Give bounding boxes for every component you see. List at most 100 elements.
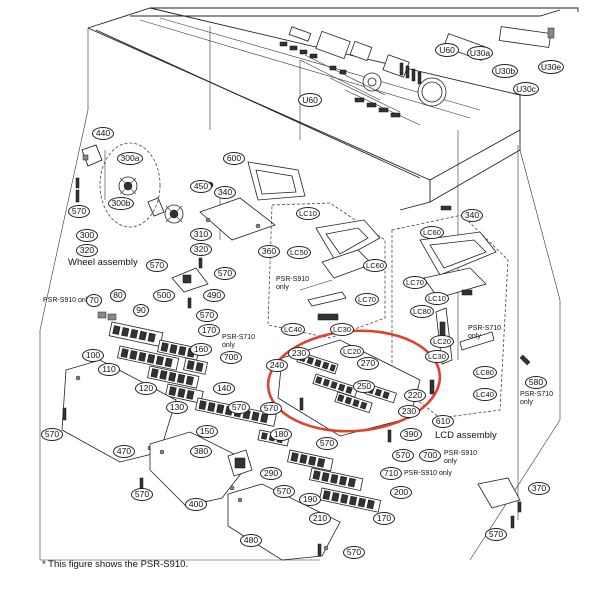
callout-290: 290 — [260, 467, 282, 480]
callout-100: 100 — [82, 349, 104, 362]
callout-380: 380 — [190, 445, 212, 458]
callout-610: 610 — [432, 415, 454, 428]
lcd-region-left — [267, 202, 386, 339]
top-panel — [87, 7, 579, 211]
callout-320-a: 320 — [76, 244, 98, 257]
callout-lc70-a: LC70 — [355, 293, 379, 306]
button-strips — [97, 311, 382, 513]
callout-lc30: LC30 — [330, 323, 354, 336]
center-board — [277, 339, 421, 443]
callout-570-c: 570 — [214, 267, 236, 280]
callout-lc60-b: LC60 — [420, 226, 444, 239]
callout-340-b: 340 — [461, 209, 483, 222]
callout-470: 470 — [113, 445, 135, 458]
note-psr-s910-only-c: PSR-S910 only — [276, 276, 310, 291]
callout-u30a: U30a — [467, 46, 493, 60]
callout-570-f: 570 — [260, 402, 282, 415]
callout-400: 400 — [185, 498, 207, 511]
callout-570-a: 570 — [68, 205, 90, 218]
callout-570-j: 570 — [273, 485, 295, 498]
callout-lc70-b: LC70 — [403, 276, 427, 289]
callout-lc20-a: LC20 — [340, 345, 364, 358]
callout-570-g: 570 — [41, 428, 63, 441]
callout-80: 80 — [110, 289, 126, 302]
callout-230-a: 230 — [288, 347, 310, 360]
callout-250: 250 — [353, 380, 375, 393]
callout-180: 180 — [270, 428, 292, 441]
lcd-assembly-label: LCD assembly — [435, 430, 497, 441]
callout-370: 370 — [528, 482, 550, 495]
callout-700-a: 700 — [220, 351, 242, 364]
callout-450: 450 — [190, 180, 212, 193]
callout-570-b: 570 — [146, 259, 168, 272]
callout-lc60-a: LC60 — [363, 259, 387, 272]
note-psr-s710-only-c: PSR-S710 only — [520, 391, 554, 406]
callout-340-a: 340 — [214, 186, 236, 199]
callout-310: 310 — [190, 228, 212, 241]
callout-240: 240 — [266, 359, 288, 372]
note-psr-s710-only-a: PSR-S710 only — [222, 334, 256, 349]
callout-570-h: 570 — [316, 437, 338, 450]
callout-lc10-a: LC10 — [296, 207, 320, 220]
callout-110: 110 — [98, 363, 120, 376]
callout-210: 210 — [309, 512, 331, 525]
note-psr-s910-only-a: PSR-S910 only — [43, 297, 91, 304]
callout-120: 120 — [135, 382, 157, 395]
callout-lc80-a: LC80 — [410, 305, 434, 318]
callout-lc30-b: LC30 — [425, 350, 449, 363]
callout-lc50: LC50 — [287, 246, 311, 259]
callout-lc80-b: LC80 — [473, 366, 497, 379]
callout-lc40-a: LC40 — [281, 323, 305, 336]
callout-570-k: 570 — [131, 488, 153, 501]
callout-70: 70 — [86, 294, 102, 307]
callout-u30b: U30b — [492, 64, 518, 78]
callout-700-b: 700 — [419, 449, 441, 462]
callout-500: 500 — [153, 289, 175, 302]
callout-220: 220 — [404, 389, 426, 402]
callout-u60-top: U60 — [435, 43, 459, 57]
figure-footnote: * This figure shows the PSR-S910. — [42, 559, 189, 570]
callout-440: 440 — [92, 127, 114, 140]
lcd-region-right — [391, 214, 509, 419]
callout-570-m: 570 — [485, 528, 507, 541]
callout-200: 200 — [390, 486, 412, 499]
callout-u30e: U30e — [538, 60, 564, 74]
callout-580: 580 — [525, 376, 547, 389]
wheel-assembly — [75, 142, 184, 228]
callout-390: 390 — [400, 428, 422, 441]
callout-570-l: 570 — [343, 546, 365, 559]
callout-570-i: 570 — [392, 449, 414, 462]
callout-230-b: 230 — [398, 405, 420, 418]
callout-90: 90 — [133, 304, 149, 317]
callout-270: 270 — [357, 357, 379, 370]
callout-570-e: 570 — [228, 401, 250, 414]
callout-490: 490 — [203, 289, 225, 302]
callout-480: 480 — [240, 534, 262, 547]
callout-300a: 300a — [117, 152, 143, 165]
callout-170-b: 170 — [373, 512, 395, 525]
note-psr-s910-only-b: PSR-S910 only — [444, 450, 478, 465]
callout-u30c: U30c — [513, 82, 539, 96]
note-psr-s910-only-d: PSR-S910 only — [404, 470, 452, 477]
screws — [75, 189, 531, 513]
callout-710: 710 — [380, 467, 402, 480]
callout-160: 160 — [190, 343, 212, 356]
callout-320-b: 320 — [190, 243, 212, 256]
callout-190: 190 — [299, 493, 321, 506]
callout-lc40-b: LC40 — [473, 388, 497, 401]
callout-lc10-b: LC10 — [425, 292, 449, 305]
callout-170-a: 170 — [198, 324, 220, 337]
note-psr-s710-only-b: PSR-S710 only — [468, 325, 502, 340]
callout-130: 130 — [166, 401, 188, 414]
callout-300: 300 — [76, 229, 98, 242]
wheel-assembly-label: Wheel assembly — [68, 257, 138, 268]
callout-570-d: 570 — [196, 309, 218, 322]
callout-600: 600 — [223, 152, 245, 165]
callout-360: 360 — [258, 245, 280, 258]
callout-300b: 300b — [108, 197, 134, 210]
callout-lc20-b: LC20 — [430, 335, 454, 348]
callout-140: 140 — [213, 382, 235, 395]
callout-u60-mid: U60 — [298, 93, 322, 107]
callout-150: 150 — [196, 425, 218, 438]
